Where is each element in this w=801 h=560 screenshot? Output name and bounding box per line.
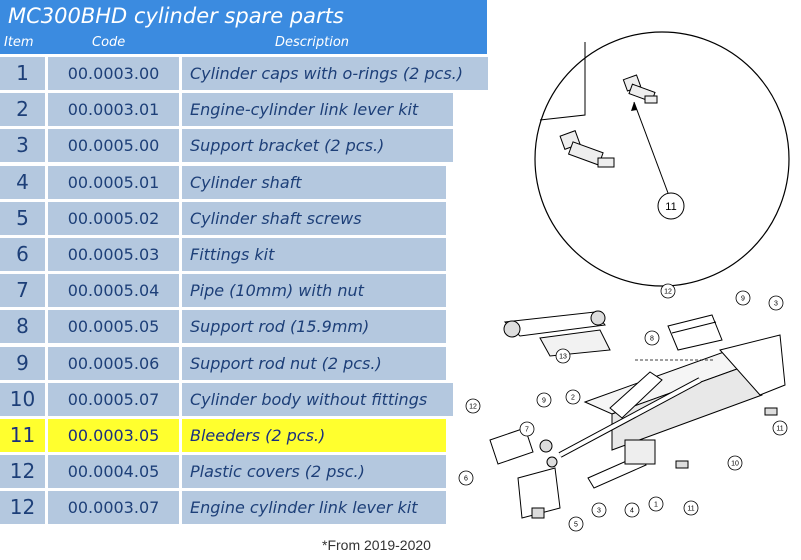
description-cell: Pipe (10mm) with nut (182, 274, 446, 308)
bleeder-part (622, 74, 658, 104)
code-cell: 00.0005.01 (48, 165, 179, 199)
callout-label: 13 (559, 354, 567, 361)
description-cell: Support rod nut (2 pcs.) (182, 346, 446, 380)
code-cell: 00.0005.07 (48, 382, 179, 416)
item-cell: 12 (0, 491, 45, 525)
description-cell: Support rod (15.9mm) (182, 310, 446, 344)
lever-bracket (539, 329, 611, 357)
code-cell: 00.0003.00 (48, 57, 179, 90)
diagram-callout: 13 (555, 348, 571, 364)
item-cell: 6 (0, 238, 45, 271)
description-cell: Support bracket (2 pcs.) (182, 129, 453, 163)
callout-label: 11 (776, 426, 783, 433)
diagram-callout: 4 (624, 502, 640, 518)
plastic-cover (667, 314, 723, 351)
code-cell: 00.0005.02 (48, 201, 179, 235)
diagram-callout: 3 (768, 295, 784, 311)
cylinder-cap (624, 439, 656, 465)
item-cell: 5 (0, 201, 45, 235)
diagram-callout: 1 (648, 496, 664, 512)
callout-label: 2 (571, 395, 575, 402)
item-cell: 11 (0, 419, 45, 452)
callout-label: 3 (597, 508, 601, 515)
item-cell: 3 (0, 129, 45, 163)
diagram-callout: 3 (591, 502, 607, 518)
callout-label: 7 (525, 427, 529, 434)
footnote: *From 2019-2020 (322, 537, 431, 553)
callout-label: 9 (542, 398, 546, 405)
callout-label: 6 (464, 476, 468, 483)
support-bracket-left (517, 467, 561, 519)
description-cell: Cylinder body without fittings (182, 382, 453, 416)
code-cell: 00.0004.05 (48, 455, 179, 489)
detail-circle (534, 31, 790, 287)
plastic-cover-left (489, 427, 534, 465)
callout-label: 5 (574, 522, 578, 529)
diagram-callout: 12 (465, 398, 481, 414)
callout-label: 4 (630, 508, 634, 515)
callout-label: 12 (664, 289, 672, 296)
item-cell: 2 (0, 93, 45, 127)
description-cell: Cylinder shaft (182, 165, 446, 199)
table-header: Item Code Description (0, 32, 487, 54)
item-cell: 7 (0, 274, 45, 308)
column-header-description: Description (275, 35, 350, 50)
code-cell: 00.0003.05 (48, 419, 179, 452)
callout-label: 8 (650, 336, 654, 343)
callout-label: 12 (469, 404, 477, 411)
item-cell: 9 (0, 346, 45, 380)
item-cell: 10 (0, 382, 45, 416)
lever-pivot (503, 320, 521, 338)
column-header-item: Item (4, 35, 34, 50)
code-cell: 00.0005.03 (48, 238, 179, 271)
description-cell: Cylinder caps with o-rings (2 pcs.) (182, 57, 488, 90)
page-title: MC300BHD cylinder spare parts (0, 0, 487, 32)
bleeder-detail-view: 11 (534, 31, 790, 287)
bleeder (764, 407, 778, 416)
code-cell: 00.0003.01 (48, 93, 179, 127)
callout-label: 10 (731, 461, 739, 468)
description-cell: Bleeders (2 pcs.) (182, 419, 446, 452)
description-cell: Fittings kit (182, 238, 446, 271)
description-cell: Engine-cylinder link lever kit (182, 93, 453, 127)
support-bracket (719, 334, 786, 396)
diagram-callout: 11 (683, 500, 699, 516)
code-cell: 00.0005.05 (48, 310, 179, 344)
item-cell: 1 (0, 57, 45, 90)
diagram-callout: 11 (772, 420, 788, 436)
code-cell: 00.0005.04 (48, 274, 179, 308)
diagram-callout: 6 (458, 470, 474, 486)
diagram-callout: 5 (568, 516, 584, 532)
diagram-callout: 2 (565, 389, 581, 405)
lever-pivot (590, 310, 606, 326)
diagram-callout: 12 (660, 283, 676, 299)
item-cell: 4 (0, 165, 45, 199)
diagram-callout: 9 (536, 392, 552, 408)
column-header-code: Code (92, 35, 126, 50)
callout-label: 11 (687, 506, 694, 513)
housing-edge (539, 42, 586, 121)
diagram-callout: 8 (644, 330, 660, 346)
item-cell: 8 (0, 310, 45, 344)
description-cell: Engine cylinder link lever kit (182, 491, 446, 525)
code-cell: 00.0005.06 (48, 346, 179, 380)
shaft-lever (609, 371, 663, 419)
diagram-callout: 10 (727, 455, 743, 471)
bleeder-part (559, 130, 615, 168)
bleeder (675, 460, 689, 469)
callout-circle (657, 192, 685, 220)
description-cell: Plastic covers (2 psc.) (182, 455, 446, 489)
callout-label: 3 (774, 301, 778, 308)
diagram-callout: 9 (735, 290, 751, 306)
callout-label: 1 (654, 502, 658, 509)
callout-label: 11 (665, 201, 676, 213)
callout-label: 9 (741, 296, 745, 303)
description-cell: Cylinder shaft screws (182, 201, 446, 235)
item-cell: 12 (0, 455, 45, 489)
diagram-callout: 7 (519, 421, 535, 437)
leader-line (633, 101, 669, 194)
code-cell: 00.0005.00 (48, 129, 179, 163)
code-cell: 00.0003.07 (48, 491, 179, 525)
